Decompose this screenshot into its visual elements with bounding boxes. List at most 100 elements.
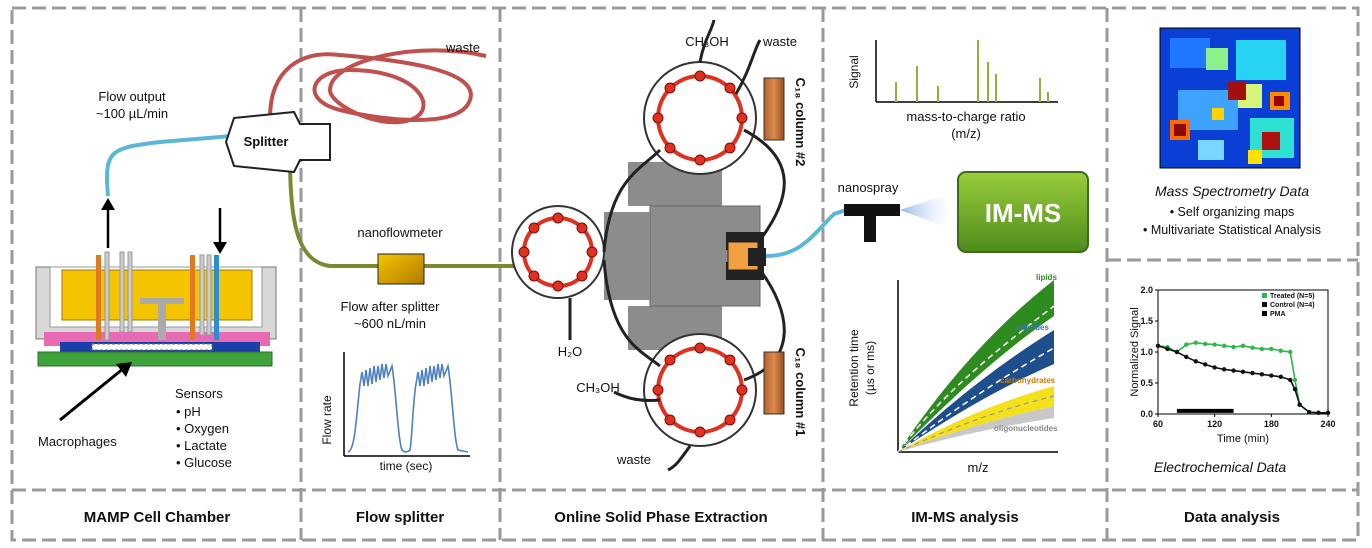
series-line [1157, 341, 1328, 414]
waste-label: waste [445, 40, 480, 55]
rt-ylabel: Retention time [847, 329, 861, 407]
y-axis-label: Normalized Signal [1129, 307, 1141, 396]
flow-output-rate: ~100 µL/min [96, 106, 168, 121]
data-point [1278, 374, 1283, 379]
legend-label: Control (N=4) [1270, 302, 1315, 309]
nanoflowmeter-device [377, 253, 425, 285]
y-tick-label: 1.5 [1140, 316, 1153, 326]
nanospray-emitter [844, 190, 960, 242]
waste-bottom-label: waste [616, 452, 651, 467]
h2o-label: H₂O [558, 344, 583, 359]
section-title-data-analysis: Data analysis [1184, 509, 1280, 526]
data-point [1240, 343, 1246, 348]
retention-time-plot [897, 280, 1058, 453]
data-point [1288, 377, 1293, 383]
data-point [1292, 377, 1298, 383]
flow-rate-plot [343, 352, 470, 457]
macrophages-label: Macrophages [38, 434, 117, 449]
cell-chamber-device [35, 198, 277, 422]
data-point [1297, 402, 1302, 407]
rt-xlabel: m/z [968, 460, 989, 475]
column-1-label: C₁₈ column #1 [793, 348, 808, 437]
class-label-oligonucleotides: oligonucleotides [994, 424, 1058, 433]
spe-valve-bottom [643, 333, 757, 447]
data-point [1269, 373, 1274, 378]
spectrum-xlabel: mass-to-charge ratio [906, 109, 1025, 124]
data-point [1259, 372, 1265, 377]
split-tube [288, 157, 378, 268]
data-point [1250, 370, 1255, 376]
data-point [1221, 343, 1227, 348]
spe-valve-left [511, 205, 605, 299]
y-tick-label: 0.5 [1140, 378, 1153, 388]
y-tick-label: 1.0 [1140, 347, 1153, 357]
ms-data-title: Mass Spectrometry Data [1155, 183, 1309, 199]
class-label-lipids: lipids [1036, 273, 1057, 282]
spectrum-xlabel-unit: (m/z) [951, 126, 981, 141]
ms-bullet: • Multivariate Statistical Analysis [1143, 223, 1321, 237]
flow-after-label: Flow after splitter [341, 299, 441, 314]
data-point [1231, 368, 1236, 373]
x-tick-label: 240 [1320, 419, 1335, 429]
class-label-peptides: peptides [1016, 323, 1049, 332]
legend-swatch [1262, 293, 1267, 298]
som-heatmap [1159, 27, 1301, 169]
legend-label: PMA [1270, 311, 1286, 318]
y-tick-label: 2.0 [1140, 285, 1153, 295]
data-point [1203, 362, 1208, 367]
section-title-flow-splitter: Flow splitter [356, 509, 445, 526]
legend-swatch [1262, 311, 1267, 316]
data-point [1155, 343, 1161, 348]
imms-instrument [957, 171, 1089, 253]
flow-rate-xlabel: time (sec) [380, 459, 433, 473]
rt-ylabel-unit: (µs or ms) [863, 341, 877, 395]
section-title-spe: Online Solid Phase Extraction [554, 509, 767, 526]
section-title-imms: IM-MS analysis [911, 509, 1019, 526]
data-point [1174, 349, 1180, 355]
data-point [1240, 369, 1246, 375]
ch3oh-top-label: CH₃OH [685, 34, 729, 49]
ms-bullet: • Self organizing maps [1170, 205, 1295, 219]
spe-manifold [604, 162, 766, 350]
section-title-cell-chamber: MAMP Cell Chamber [84, 509, 231, 526]
flow-rate-ylabel: Flow rate [320, 395, 334, 445]
x-tick-label: 180 [1264, 419, 1279, 429]
data-point [1278, 348, 1283, 353]
data-point [1250, 345, 1255, 350]
sensor-item: • Oxygen [176, 421, 229, 436]
sensor-item: • Lactate [176, 438, 227, 453]
waste-top-label: waste [762, 34, 797, 49]
data-point [1221, 367, 1227, 372]
data-point [1292, 387, 1298, 392]
sensors-title: Sensors [175, 386, 223, 401]
spectrum-ylabel: Signal [847, 55, 861, 88]
data-point [1193, 359, 1198, 364]
data-point [1288, 349, 1293, 355]
section-frames [10, 6, 1360, 542]
data-point [1193, 340, 1198, 345]
mass-spectrum [875, 40, 1058, 103]
spe-tubing [568, 19, 786, 472]
c18-column-1 [763, 351, 785, 415]
sensor-item: • Glucose [176, 455, 232, 470]
column-2-label: C₁₈ column #2 [793, 78, 808, 167]
imms-tube [765, 208, 847, 258]
data-point [1231, 344, 1236, 350]
y-tick-label: 0.0 [1140, 409, 1153, 419]
output-tube [105, 134, 233, 197]
data-point [1212, 365, 1217, 370]
x-axis-label: Time (min) [1217, 433, 1269, 445]
nanospray-label: nanospray [838, 180, 899, 195]
ec-data-title: Electrochemical Data [1154, 459, 1286, 475]
data-point [1184, 342, 1189, 347]
x-tick-label: 120 [1207, 419, 1222, 429]
data-point [1325, 410, 1331, 415]
splitter-label: Splitter [244, 134, 289, 149]
series-line [1157, 345, 1328, 414]
x-tick-label: 60 [1153, 419, 1163, 429]
nanoflowmeter-label: nanoflowmeter [357, 225, 443, 240]
ch3oh-bottom-label: CH₃OH [576, 380, 620, 395]
data-point [1259, 346, 1265, 352]
